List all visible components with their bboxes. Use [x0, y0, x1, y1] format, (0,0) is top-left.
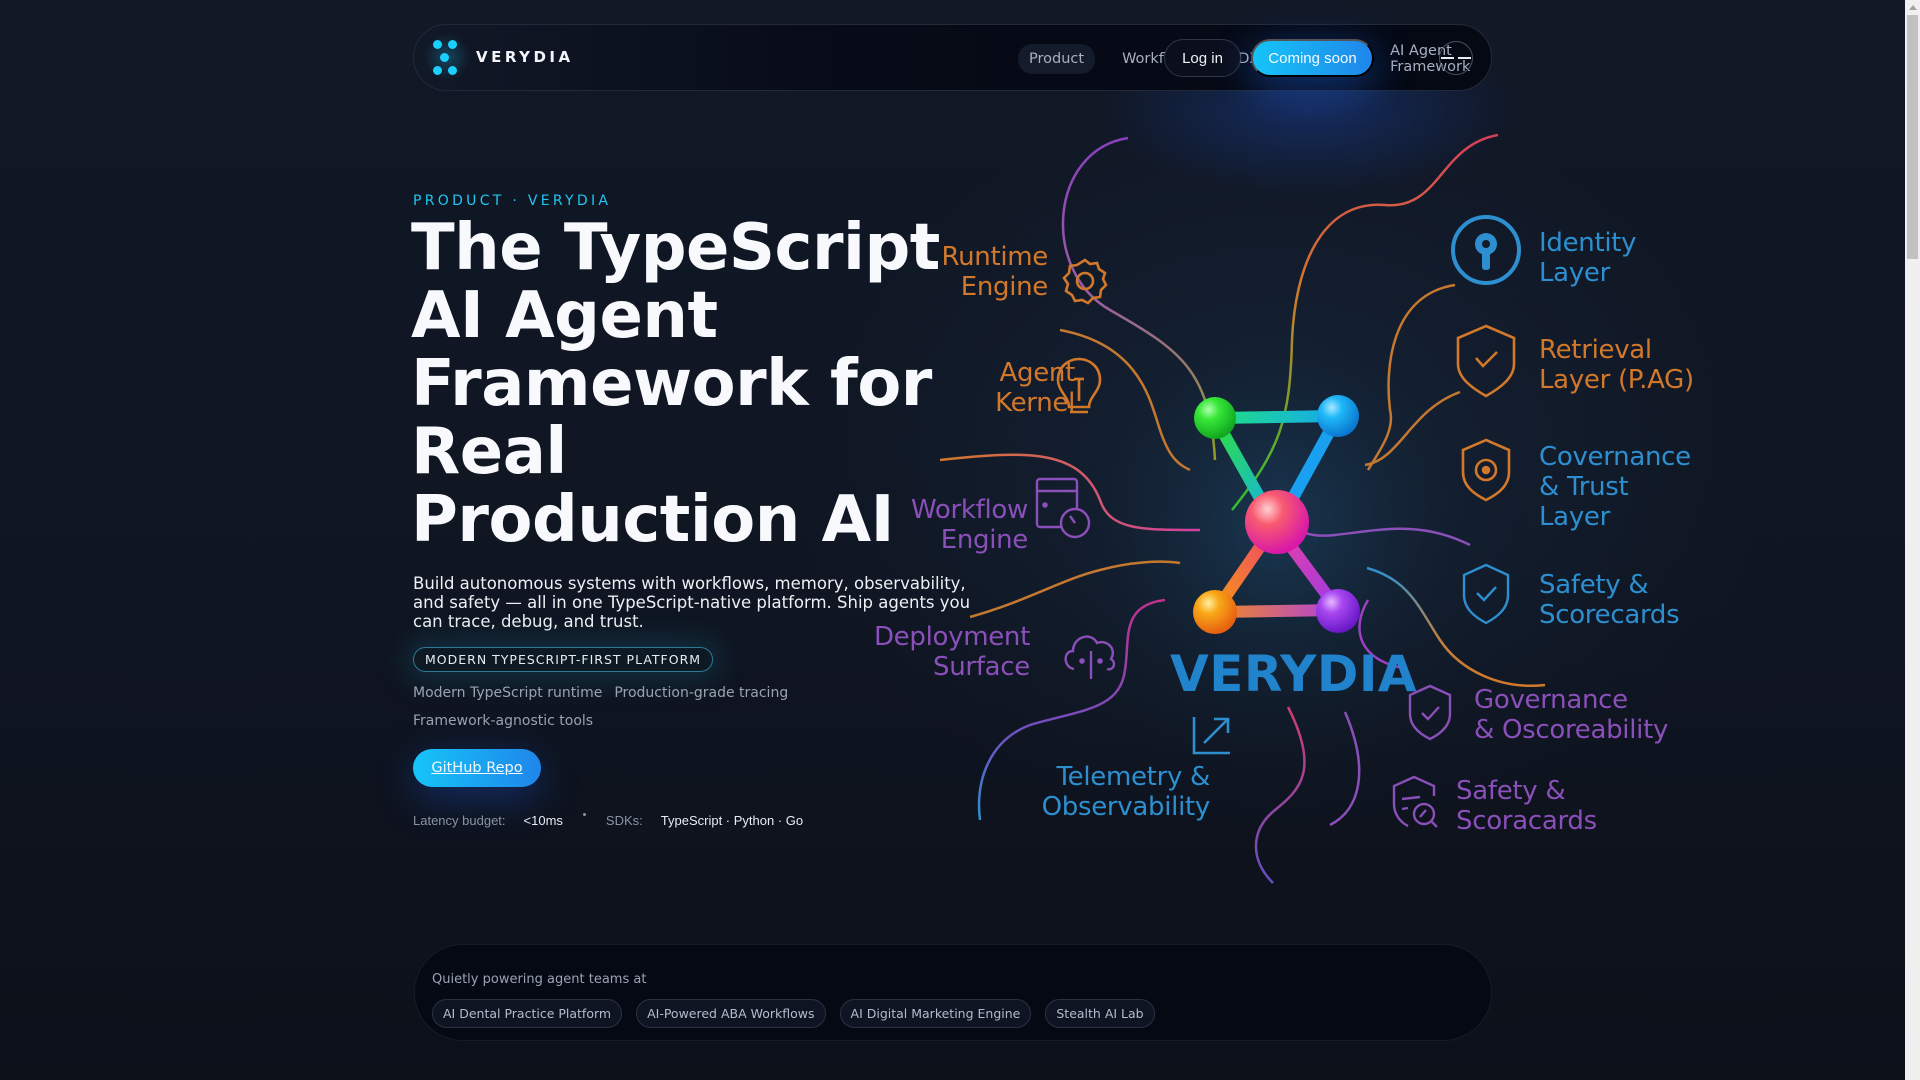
- label-safety-scoracards: Safety & Scoracards: [1456, 776, 1597, 836]
- vertical-scrollbar[interactable]: [1905, 0, 1920, 1080]
- label-safety-scorecards: Safety & Scorecards: [1539, 570, 1680, 630]
- hero-illustration: Runtime Engine Agent Kernel Workflow Eng…: [874, 130, 1720, 900]
- node-violet: [1316, 589, 1360, 633]
- label-workflow-engine: Workflow Engine: [911, 495, 1028, 555]
- partner-chip[interactable]: AI-Powered ABA Workflows: [636, 999, 826, 1028]
- lightbulb-icon: [1056, 357, 1102, 414]
- scroll-up-arrow-icon[interactable]: [1905, 0, 1920, 14]
- meta-row: Latency budget: <10ms SDKs: TypeScript ·…: [413, 813, 803, 828]
- feature-item: Production-grade tracing: [614, 685, 789, 701]
- feature-item: Modern TypeScript runtime: [413, 685, 603, 701]
- shield-check-icon: [1456, 324, 1516, 398]
- top-navbar: VERYDIA Product Workflows DX Deploy AI A…: [413, 24, 1492, 91]
- shield-search-icon: [1392, 775, 1438, 828]
- keyhole-icon: [1451, 215, 1521, 285]
- meta-separator: [582, 813, 586, 816]
- cloud-icon: [1064, 635, 1116, 679]
- hero-kicker: PRODUCT · VERYDIA: [413, 193, 612, 209]
- coming-soon-button[interactable]: Coming soon: [1251, 39, 1374, 77]
- brand-name: VERYDIA: [476, 48, 574, 66]
- latency-value: <10ms: [523, 813, 563, 828]
- label-runtime-engine: Runtime Engine: [941, 242, 1049, 302]
- feature-list: Modern TypeScript runtime Production-grad…: [413, 683, 833, 739]
- latency-label: Latency budget:: [413, 813, 506, 828]
- label-deployment-surface: Deployment Surface: [873, 622, 1030, 682]
- menu-toggle-button[interactable]: [1439, 41, 1473, 75]
- feature-item: Framework-agnostic tools: [413, 713, 594, 729]
- sdks-label: SDKs:: [605, 813, 643, 828]
- shield-eye-icon: [1461, 438, 1511, 502]
- node-cyan: [1317, 395, 1359, 437]
- external-arrow-icon: [1192, 717, 1230, 755]
- menu-dash-icon: [1441, 57, 1454, 59]
- scrollbar-thumb[interactable]: [1907, 15, 1918, 259]
- platform-badge: MODERN TYPESCRIPT-FIRST PLATFORM: [413, 647, 714, 672]
- partners-chip-list: AI Dental Practice Platform AI-Powered A…: [432, 999, 1169, 1028]
- shield-check-icon: [1408, 684, 1452, 741]
- node-orange: [1193, 590, 1237, 634]
- github-repo-button[interactable]: GitHub Repo: [413, 749, 541, 787]
- node-green: [1194, 397, 1236, 439]
- login-button[interactable]: Log in: [1164, 39, 1241, 77]
- sdks-value: TypeScript · Python · Go: [660, 813, 804, 828]
- gear-icon: [1062, 258, 1108, 305]
- menu-dash-icon: [1458, 57, 1471, 59]
- logo-dots-icon: [422, 31, 472, 83]
- label-covernance-trust-layer: Covernance & Trust Layer: [1539, 442, 1691, 532]
- illustration-brand-word: VERYDIA: [1170, 645, 1418, 703]
- partner-chip[interactable]: AI Dental Practice Platform: [432, 999, 623, 1028]
- partners-label: Quietly powering agent teams at: [432, 972, 647, 987]
- connector-curves: [939, 133, 1546, 884]
- hero-title: The TypeScript AI Agent Framework for Re…: [411, 211, 940, 557]
- partner-chip[interactable]: Stealth AI Lab: [1045, 999, 1155, 1028]
- partner-chip[interactable]: AI Digital Marketing Engine: [839, 999, 1032, 1028]
- brand-logo[interactable]: VERYDIA: [422, 31, 574, 83]
- label-retrieval-layer: Retrieval Layer (P.AG): [1539, 335, 1694, 395]
- shield-check-icon: [1462, 563, 1510, 625]
- hero-description: Build autonomous systems with workflows,…: [413, 574, 971, 631]
- label-governance-oscoreability: Governance & Oscoreability: [1474, 685, 1669, 745]
- node-pink: [1245, 490, 1309, 554]
- label-identity-layer: Identity Layer: [1539, 228, 1637, 288]
- partners-strip: Quietly powering agent teams at AI Denta…: [414, 944, 1492, 1041]
- label-telemetry-observability: Telemetry & Observability: [1041, 762, 1211, 822]
- label-agent-kernel: Agent Kernel: [995, 358, 1075, 418]
- nav-link-product[interactable]: Product: [1018, 43, 1096, 74]
- workflow-icon: [1035, 477, 1091, 539]
